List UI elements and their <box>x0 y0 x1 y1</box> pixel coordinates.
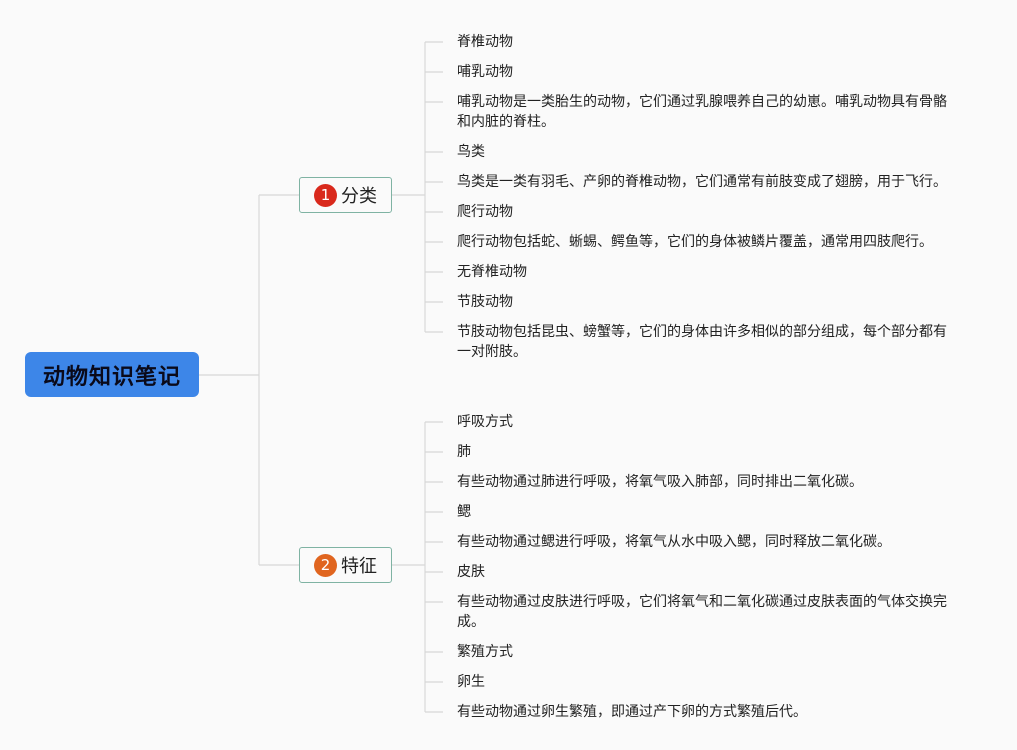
leaf-text-line: 鸟类 <box>457 144 485 160</box>
leaf-text-line: 一对附肢。 <box>457 344 527 360</box>
leaf-text-line: 鳃 <box>457 504 471 520</box>
leaf-node[interactable]: 皮肤 <box>457 562 485 582</box>
leaf-text-line: 繁殖方式 <box>457 644 513 660</box>
leaf-node[interactable]: 鸟类 <box>457 142 485 162</box>
leaf-text-line: 无脊椎动物 <box>457 264 527 280</box>
leaf-node[interactable]: 鳃 <box>457 502 471 522</box>
leaf-text-line: 节肢动物包括昆虫、螃蟹等，它们的身体由许多相似的部分组成，每个部分都有 <box>457 324 947 340</box>
priority-2-icon: 2 <box>314 553 337 577</box>
leaf-text-line: 和内脏的脊柱。 <box>457 114 555 130</box>
priority-1-icon: 1 <box>314 183 337 207</box>
leaf-node[interactable]: 鸟类是一类有羽毛、产卵的脊椎动物，它们通常有前肢变成了翅膀，用于飞行。 <box>457 172 947 192</box>
leaf-node[interactable]: 呼吸方式 <box>457 412 513 432</box>
leaf-text-line: 有些动物通过卵生繁殖，即通过产下卵的方式繁殖后代。 <box>457 704 807 720</box>
leaf-text-line: 哺乳动物是一类胎生的动物，它们通过乳腺喂养自己的幼崽。哺乳动物具有骨骼 <box>457 94 947 110</box>
leaf-text-line: 节肢动物 <box>457 294 513 310</box>
root-label: 动物知识笔记 <box>42 364 181 390</box>
branch-features[interactable]: 2 特征 <box>299 547 392 583</box>
leaf-text-line: 脊椎动物 <box>457 34 513 50</box>
leaf-text-line: 肺 <box>457 444 471 460</box>
leaf-node[interactable]: 节肢动物 <box>457 292 513 312</box>
leaf-node[interactable]: 节肢动物包括昆虫、螃蟹等，它们的身体由许多相似的部分组成，每个部分都有一对附肢。 <box>457 322 947 362</box>
leaf-node[interactable]: 繁殖方式 <box>457 642 513 662</box>
leaf-node[interactable]: 肺 <box>457 442 471 462</box>
leaf-node[interactable]: 爬行动物 <box>457 202 513 222</box>
leaf-text-line: 呼吸方式 <box>457 414 513 430</box>
branch-label: 特征 <box>341 556 377 577</box>
leaf-text-line: 有些动物通过皮肤进行呼吸，它们将氧气和二氧化碳通过皮肤表面的气体交换完 <box>457 594 947 610</box>
leaf-text-line: 卵生 <box>457 674 485 690</box>
leaf-text-line: 皮肤 <box>457 564 485 580</box>
leaf-text-line: 有些动物通过肺进行呼吸，将氧气吸入肺部，同时排出二氧化碳。 <box>457 474 863 490</box>
leaf-node[interactable]: 有些动物通过鳃进行呼吸，将氧气从水中吸入鳃，同时释放二氧化碳。 <box>457 532 891 552</box>
leaf-node[interactable]: 有些动物通过卵生繁殖，即通过产下卵的方式繁殖后代。 <box>457 702 807 722</box>
leaf-node[interactable]: 爬行动物包括蛇、蜥蜴、鳄鱼等，它们的身体被鳞片覆盖，通常用四肢爬行。 <box>457 232 933 252</box>
leaf-text-line: 成。 <box>457 614 485 630</box>
branch-classification[interactable]: 1 分类 <box>299 177 392 213</box>
leaf-node[interactable]: 哺乳动物是一类胎生的动物，它们通过乳腺喂养自己的幼崽。哺乳动物具有骨骼和内脏的脊… <box>457 92 947 132</box>
leaf-text-line: 爬行动物 <box>457 204 513 220</box>
root-node[interactable]: 动物知识笔记 <box>25 352 199 397</box>
leaf-node[interactable]: 卵生 <box>457 672 485 692</box>
leaf-text-line: 哺乳动物 <box>457 64 513 80</box>
leaf-text-line: 爬行动物包括蛇、蜥蜴、鳄鱼等，它们的身体被鳞片覆盖，通常用四肢爬行。 <box>457 234 933 250</box>
leaf-node[interactable]: 哺乳动物 <box>457 62 513 82</box>
leaf-node[interactable]: 脊椎动物 <box>457 32 513 52</box>
leaf-node[interactable]: 无脊椎动物 <box>457 262 527 282</box>
leaf-text-line: 鸟类是一类有羽毛、产卵的脊椎动物，它们通常有前肢变成了翅膀，用于飞行。 <box>457 174 947 190</box>
leaf-node[interactable]: 有些动物通过肺进行呼吸，将氧气吸入肺部，同时排出二氧化碳。 <box>457 472 863 492</box>
leaf-text-line: 有些动物通过鳃进行呼吸，将氧气从水中吸入鳃，同时释放二氧化碳。 <box>457 534 891 550</box>
branch-label: 分类 <box>341 186 377 207</box>
leaf-node[interactable]: 有些动物通过皮肤进行呼吸，它们将氧气和二氧化碳通过皮肤表面的气体交换完成。 <box>457 592 947 632</box>
